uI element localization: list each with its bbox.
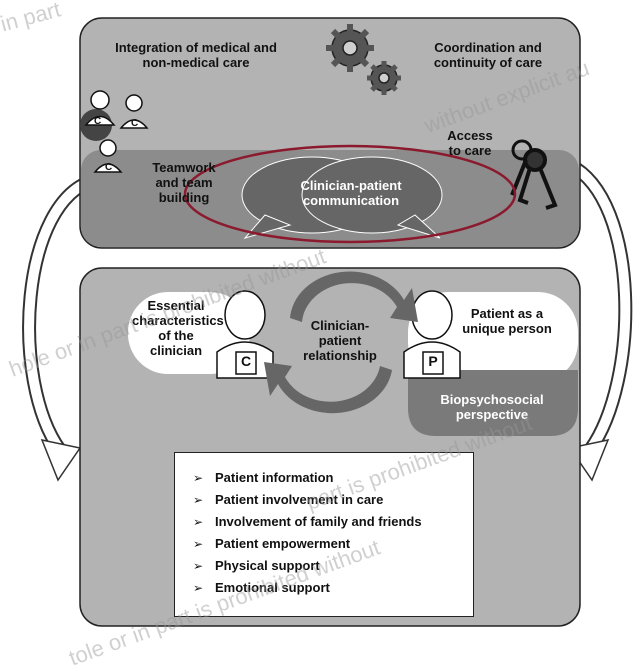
integration-label: Integration of medical and non-medical c… (115, 40, 277, 70)
bullet-arrow-icon: ➢ (193, 559, 204, 573)
bullet-arrow-icon: ➢ (193, 537, 204, 551)
bullet-item: ➢ Physical support (193, 555, 463, 577)
communication-label: Clinician-patient communication (300, 178, 402, 208)
bullet-text: Patient involvement in care (215, 492, 384, 507)
biopsychosocial-label: Biopsychosocial perspective (440, 392, 544, 422)
bullet-list: ➢ Patient information ➢ Patient involvemen… (193, 467, 463, 599)
bullet-item: ➢ Emotional support (193, 577, 463, 599)
clinician-characteristics-label: Essential characteristics of the clinici… (132, 298, 224, 358)
clinician-letter: C (240, 353, 252, 369)
gears-icon (326, 24, 401, 95)
bullet-text: Patient empowerment (215, 536, 351, 551)
bullet-item: ➢ Patient involvement in care (193, 489, 463, 511)
patient-person-icon (403, 290, 461, 379)
bullet-arrow-icon: ➢ (193, 471, 204, 485)
relationship-label: Clinician-patient relationship (303, 318, 377, 363)
left-curved-arrow-icon (22, 173, 98, 482)
bullet-text: Physical support (215, 558, 320, 573)
coordination-label: Coordination and continuity of care (433, 40, 543, 70)
people-icon: C C C (80, 90, 149, 173)
bullet-item: ➢ Patient information (193, 467, 463, 489)
svg-text:C: C (105, 162, 112, 173)
bullet-text: Involvement of family and friends (215, 514, 422, 529)
bullet-item: ➢ Patient empowerment (193, 533, 463, 555)
access-label: Access to care (447, 128, 493, 158)
svg-text:C: C (131, 118, 138, 129)
bullet-text: Emotional support (215, 580, 330, 595)
patient-letter: P (428, 353, 438, 369)
communication-highlight-ellipse (183, 144, 517, 244)
bullet-arrow-icon: ➢ (193, 493, 204, 507)
svg-text:C: C (94, 116, 101, 127)
patient-unique-label: Patient as a unique person (462, 306, 552, 336)
bullet-text: Patient information (215, 470, 334, 485)
bullet-list-box: ➢ Patient information ➢ Patient involvemen… (174, 452, 474, 617)
biopsychosocial-bubble (408, 370, 578, 436)
clinician-person-icon (216, 290, 274, 379)
bullet-item: ➢ Involvement of family and friends (193, 511, 463, 533)
bullet-arrow-icon: ➢ (193, 581, 204, 595)
bullet-arrow-icon: ➢ (193, 515, 204, 529)
speech-bubble-icon (241, 156, 443, 239)
cycle-arrows-icon (264, 271, 418, 414)
teamwork-label: Teamwork and team building (152, 160, 216, 205)
